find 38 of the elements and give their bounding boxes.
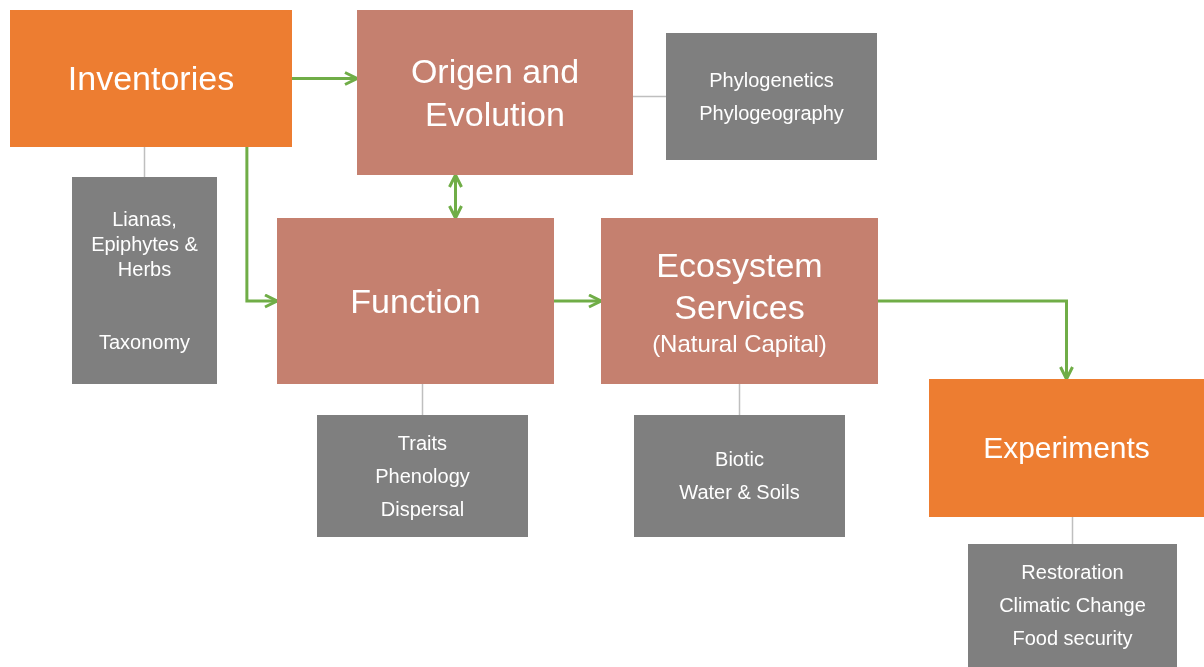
box-text: Phylogeography — [699, 100, 844, 126]
connector-line — [143, 146, 146, 178]
arrow — [878, 299, 1074, 381]
box-title: Biotic — [715, 447, 764, 472]
connector-line — [1071, 516, 1074, 545]
box-title: Function — [350, 280, 481, 322]
detail-box — [666, 33, 877, 160]
arrow — [448, 173, 463, 220]
box-text: Taxonomy — [98, 329, 191, 355]
box-text: Phenology — [375, 463, 470, 489]
arrow — [292, 71, 359, 86]
arrow — [245, 147, 279, 309]
box-title: Origen and Evolution — [409, 51, 581, 135]
box-title: Restoration — [1021, 560, 1124, 585]
box-text: Food security — [1012, 626, 1133, 651]
category-box — [929, 379, 1204, 517]
box-title: Traits — [397, 430, 448, 456]
connector-line — [738, 383, 741, 416]
box-text: (Natural Capital) — [652, 328, 827, 359]
detail-box — [634, 415, 845, 537]
connector-line — [421, 383, 424, 416]
topic-box — [357, 10, 633, 175]
detail-box — [968, 544, 1177, 667]
topic-box — [601, 218, 878, 384]
connector-line — [632, 95, 667, 98]
box-title: Inventories — [67, 58, 235, 100]
box-text: Water & Soils — [679, 480, 800, 505]
box-title: Lianas, Epiphytes & Herbs — [90, 206, 199, 282]
box-text: Climatic Change — [999, 593, 1146, 618]
box-title: Ecosystem Services — [655, 244, 824, 328]
topic-box — [277, 218, 554, 384]
detail-box — [72, 177, 217, 384]
category-box — [10, 10, 292, 147]
box-title: Experiments — [983, 430, 1150, 467]
box-text: Dispersal — [380, 496, 465, 522]
detail-box — [317, 415, 528, 537]
box-title: Phylogenetics — [709, 67, 834, 93]
arrow — [554, 293, 603, 309]
